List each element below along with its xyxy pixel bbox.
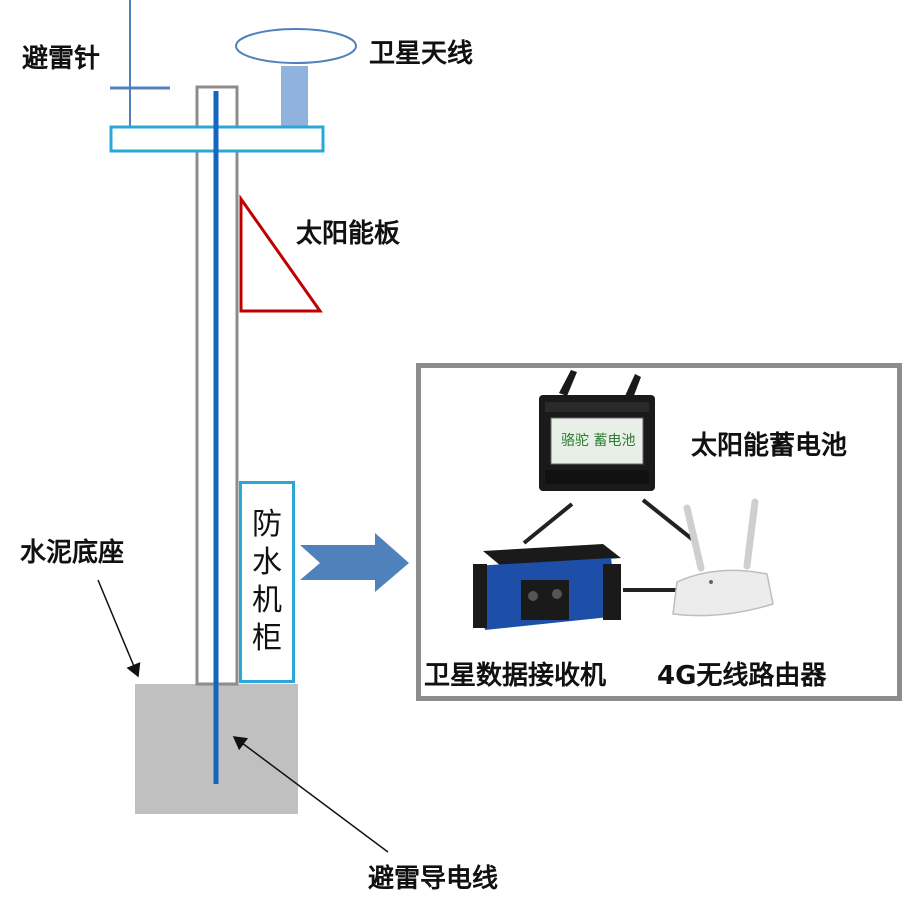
battery-router-link — [641, 498, 699, 545]
cabinet-char: 防 — [252, 507, 282, 542]
router-icon — [672, 498, 774, 617]
base-pointer-arrow — [97, 579, 141, 678]
battery-icon: 骆驼 蓄电池 — [539, 370, 655, 491]
cabinet-char: 机 — [252, 583, 282, 618]
solar-panel-label: 太阳能板 — [296, 219, 401, 249]
satellite-dish-icon — [235, 28, 357, 64]
antenna-mast — [281, 66, 308, 128]
satellite-antenna-label: 卫星天线 — [369, 39, 474, 69]
lightning-rod-label: 避雷针 — [22, 44, 101, 74]
ground-wire-label: 避雷导电线 — [368, 864, 499, 894]
battery-brand-text: 骆驼 蓄电池 — [561, 432, 635, 449]
cabinet-char: 柜 — [252, 621, 282, 656]
solar-battery-label: 太阳能蓄电池 — [691, 431, 848, 461]
satellite-receiver-label: 卫星数据接收机 — [424, 661, 607, 691]
wifi-router-label: 4G无线路由器 — [657, 661, 827, 691]
receiver-icon — [473, 544, 621, 630]
equipment-svg: 骆驼 蓄电池 — [473, 370, 774, 630]
concrete-base-label: 水泥底座 — [20, 538, 125, 568]
wire-pointer-arrow — [232, 736, 389, 853]
cabinet-char: 水 — [252, 545, 282, 580]
battery-receiver-link — [522, 502, 574, 545]
waterproof-cabinet: 防 水 机 柜 — [239, 481, 295, 683]
solar-panel-icon — [239, 194, 323, 313]
arrow-icon — [300, 533, 409, 592]
equipment-box: 骆驼 蓄电池 — [416, 363, 902, 701]
